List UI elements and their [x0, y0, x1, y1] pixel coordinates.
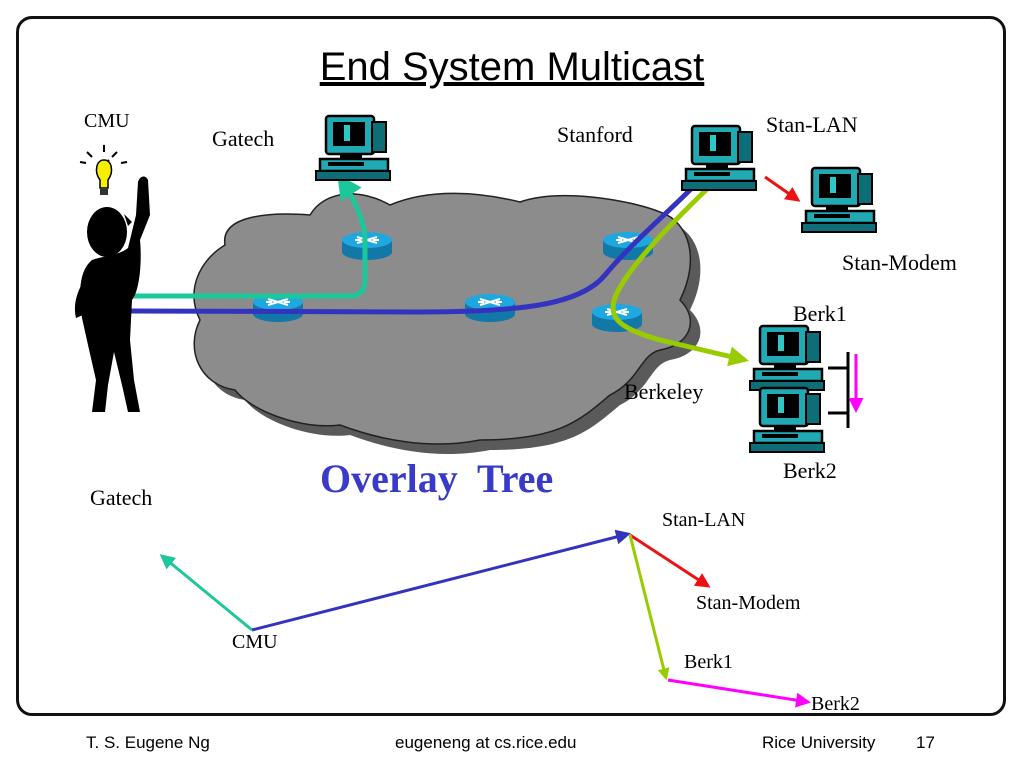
label-stanford: Stanford [557, 122, 633, 147]
path-cmu-stanford [129, 186, 694, 315]
footer-author: T. S. Eugene Ng [86, 733, 210, 752]
overlay-label-cmu: CMU [232, 631, 278, 653]
path-stanford-berkeley [610, 186, 749, 367]
overlay-tree-heading: Overlay Tree [320, 456, 553, 501]
label-berk2: Berk2 [783, 458, 837, 483]
overlay-edge-stanlan-stanmodem [629, 533, 711, 588]
overlay-label-gatech: Gatech [90, 485, 152, 510]
footer-email: eugeneng at cs.rice.edu [395, 733, 577, 752]
computer-icon [800, 166, 878, 234]
person-with-idea-icon [74, 145, 150, 412]
network-cloud [193, 192, 692, 445]
computer-icon [748, 386, 826, 454]
path-stanford-stanlan [764, 175, 801, 202]
label-cmu: CMU [84, 110, 130, 132]
overlay-label-berk1: Berk1 [684, 651, 733, 673]
computer-icon [314, 114, 392, 182]
overlay-label-stan-lan: Stan-LAN [662, 509, 745, 531]
slide-frame [16, 16, 1006, 716]
overlay-label-stan-modem: Stan-Modem [696, 592, 801, 614]
label-gatech: Gatech [212, 126, 274, 151]
overlay-edge-berk1-berk2 [667, 678, 811, 708]
overlay-edge-cmu-gatech [159, 554, 253, 632]
path-cmu-gatech [130, 173, 368, 299]
overlay-edge-cmu-stanlan [251, 529, 631, 632]
page-title: End System Multicast [320, 45, 705, 89]
computer-icon [680, 124, 758, 192]
overlay-label-berk2: Berk2 [811, 693, 860, 715]
berkeley-lan-bus [828, 352, 850, 428]
computer-icon [748, 324, 826, 392]
label-stan-lan: Stan-LAN [766, 112, 858, 137]
footer-institution: Rice University [762, 733, 876, 752]
label-berk1: Berk1 [793, 301, 847, 326]
footer-page-number: 17 [916, 733, 935, 752]
label-stan-modem: Stan-Modem [842, 250, 957, 275]
label-berkeley: Berkeley [624, 379, 703, 404]
overlay-edge-stanlan-berk1 [628, 534, 670, 681]
